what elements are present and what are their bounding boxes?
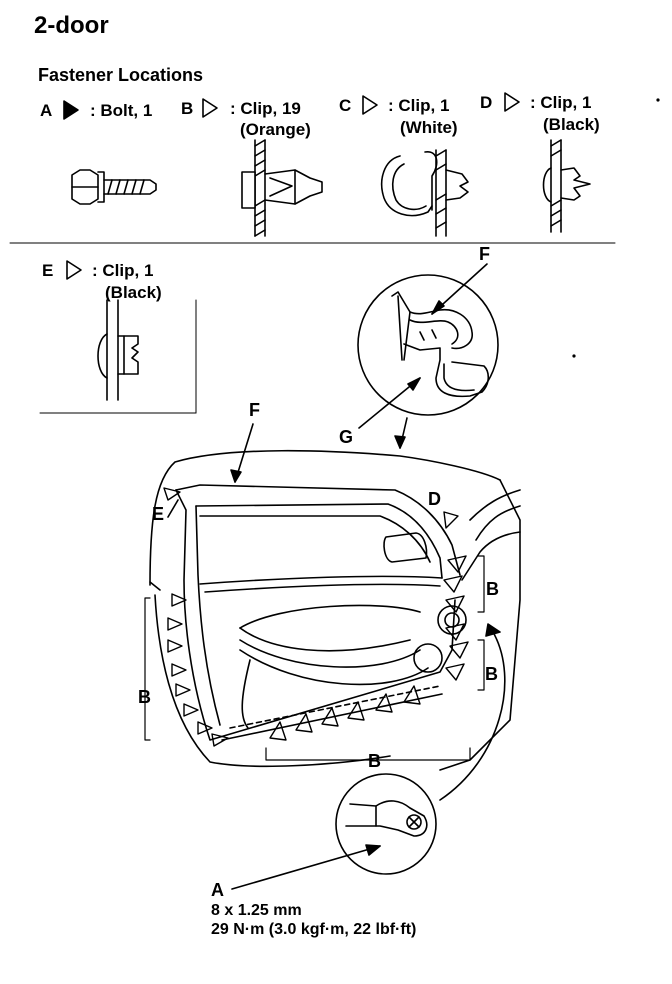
bolt-icon — [72, 170, 156, 204]
clip-d-icon — [544, 140, 591, 232]
fastener-c-color: (White) — [400, 118, 458, 137]
fastener-c-letter: C — [339, 96, 352, 115]
callout-b-right-top: B — [486, 579, 499, 599]
callout-g-detail: G — [339, 427, 354, 447]
fastener-b-desc: : Clip, 19 — [230, 99, 301, 118]
clip-c-icon — [382, 150, 468, 236]
callout-b-right-bottom: B — [485, 664, 498, 684]
clip-d-triangle-icon — [444, 512, 458, 528]
callout-b-bottom: B — [368, 751, 381, 771]
clip-b-marker-icon — [203, 99, 217, 117]
door-illustration — [145, 424, 520, 770]
clip-b-icon — [242, 140, 322, 236]
fastener-d-letter: D — [480, 93, 493, 112]
callout-a-main: A — [211, 880, 224, 900]
fastener-c-desc: : Clip, 1 — [388, 96, 450, 115]
clip-e-marker-icon — [67, 261, 81, 279]
fastener-a-desc: : Bolt, 1 — [90, 101, 153, 120]
bolt-size-spec: 8 x 1.25 mm — [211, 902, 302, 919]
weatherstrip-detail — [358, 264, 498, 448]
fastener-e-color: (Black) — [105, 283, 162, 302]
fastener-b-letter: B — [181, 99, 194, 118]
callout-f-detail: F — [479, 244, 490, 264]
callout-f-main: F — [249, 400, 260, 420]
fastener-e-letter: E — [42, 261, 54, 280]
clip-e-icon — [98, 300, 138, 400]
clip-d-marker-icon — [505, 93, 519, 111]
fastener-d-color: (Black) — [543, 115, 600, 134]
fastener-a-letter: A — [40, 101, 53, 120]
fastener-d-desc: : Clip, 1 — [530, 93, 592, 112]
door-clip-markers — [164, 488, 468, 746]
clip-c-marker-icon — [363, 96, 377, 114]
bolt-torque-spec: 29 N·m (3.0 kgf·m, 22 lbf·ft) — [211, 921, 417, 938]
fastener-e-desc: : Clip, 1 — [92, 261, 154, 280]
page-title: 2-door — [34, 12, 109, 39]
callout-d-main: D — [428, 489, 441, 509]
fastener-b-color: (Orange) — [240, 120, 311, 139]
clip-e-triangle-icon — [164, 488, 180, 500]
bolt-marker-icon — [64, 101, 78, 119]
section-heading: Fastener Locations — [38, 65, 204, 85]
bolt-detail — [232, 624, 505, 889]
